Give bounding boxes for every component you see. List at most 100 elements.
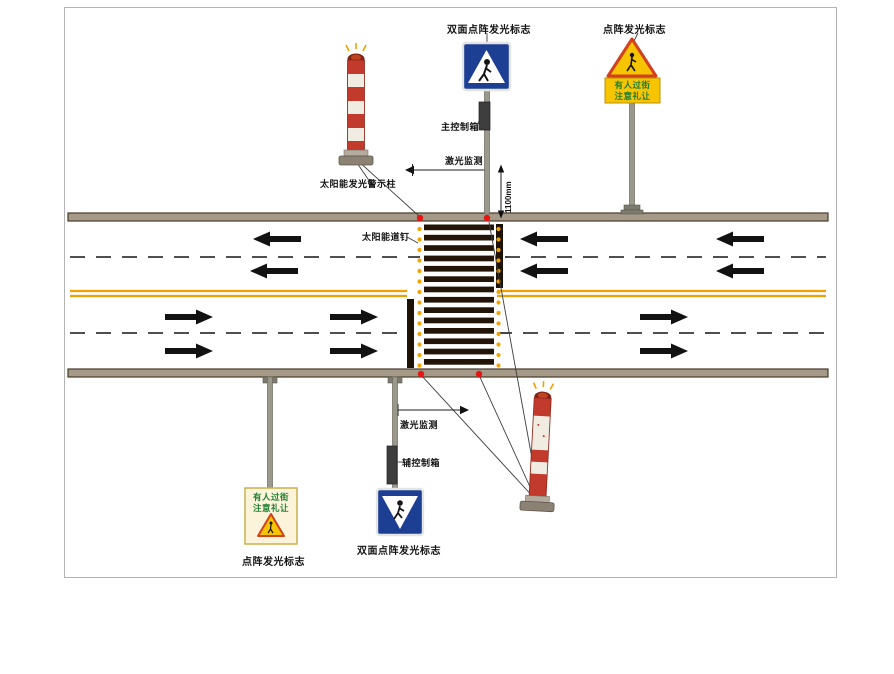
stop-line-lower (407, 299, 414, 368)
traffic-arrow-right (640, 343, 688, 359)
zebra-stripe (424, 296, 494, 303)
pedestrian-icon (269, 521, 273, 525)
label-solar-warning-bollard: 太阳能发光警示柱 (320, 179, 397, 189)
road-stud (417, 321, 422, 326)
warning-text-panel (604, 77, 661, 104)
label-matrix-sign-top-right: 点阵发光标志 (603, 25, 666, 36)
warning-sign-pole (629, 99, 635, 208)
main-control-box (478, 101, 491, 131)
road-stud (496, 352, 501, 358)
zebra-stripe (424, 224, 494, 231)
road-stud (417, 268, 422, 274)
road-stud (496, 300, 501, 305)
road-stud (496, 226, 501, 232)
traffic-arrow-right (330, 309, 378, 325)
road-stud (496, 289, 501, 295)
road-studs (417, 226, 501, 368)
road-edge-top (67, 212, 829, 222)
stop-line-upper (496, 224, 503, 288)
center-double-line (70, 289, 826, 298)
label-aux-control-box: 辅控制箱 (402, 458, 441, 468)
zebra-stripe (424, 348, 494, 355)
road-stud (417, 258, 422, 263)
crosswalk (424, 224, 494, 365)
road-stud (417, 310, 422, 316)
traffic-arrow-left (250, 263, 298, 279)
road-stud (417, 300, 422, 305)
traffic-arrow-left (520, 263, 568, 279)
label-main-control-box: 主控制箱 (441, 122, 480, 132)
crosswalk-corner-markers (416, 214, 491, 378)
laser-monitor-top (405, 164, 486, 176)
aux-control-box (386, 445, 398, 485)
road-stud (417, 237, 422, 242)
lane-divider-lines (70, 256, 826, 334)
pedestrian-crossing-sign-bottom (375, 487, 425, 537)
road-stud (496, 310, 501, 316)
bottom-left-sign-pole (267, 376, 273, 491)
road-stud (417, 342, 422, 347)
traffic-arrow-right (640, 309, 688, 325)
road-stud (417, 247, 422, 253)
road-stud (496, 247, 501, 253)
road-stud (417, 331, 422, 337)
road-stud (417, 279, 422, 284)
road-edge-bottom (67, 368, 829, 378)
zebra-stripe (424, 359, 494, 365)
road-stud (417, 352, 422, 358)
light-rays-icon (345, 43, 367, 52)
zebra-stripe (424, 245, 494, 251)
bottom-left-sign-line1: 有人过街 (252, 492, 289, 502)
traffic-arrow-left (716, 263, 764, 279)
road-stud (496, 331, 501, 337)
road-stud (496, 237, 501, 242)
label-double-sided-sign-top: 双面点阵发光标志 (447, 25, 531, 36)
label-laser-detect-bottom: 激光监测 (400, 420, 439, 430)
road-stud (496, 342, 501, 347)
road-stud (417, 226, 422, 232)
pedestrian-crossing-sign-top (461, 41, 512, 92)
zebra-stripe (424, 276, 494, 282)
traffic-arrow-left (520, 231, 568, 247)
label-dimension-1100mm: 1100mm (504, 181, 513, 213)
label-laser-detect-top: 激光监测 (445, 156, 484, 166)
label-solar-road-stud: 太阳能道钉 (362, 232, 410, 242)
traffic-arrow-right (165, 309, 213, 325)
diagram-frame (64, 7, 837, 578)
laser-monitor-bottom (397, 404, 469, 416)
bottom-left-sign-line2: 注意礼让 (252, 503, 289, 513)
zebra-stripe (424, 307, 494, 313)
warning-sign-line2: 注意礼让 (614, 91, 651, 101)
warning-sign-top-right (604, 37, 661, 104)
road-stud (417, 289, 422, 295)
pedestrian-icon (629, 52, 635, 58)
leader-lines (356, 32, 639, 501)
zebra-stripe (424, 255, 494, 262)
road-stud (496, 321, 501, 326)
light-rays-icon (532, 381, 555, 390)
label-double-sided-sign-bottom: 双面点阵发光标志 (357, 546, 441, 557)
road-stud (496, 258, 501, 263)
road-stud (417, 363, 422, 368)
road-stud (496, 363, 501, 368)
solar-bollard-top (338, 43, 374, 166)
dimension-1100mm (497, 164, 505, 219)
zebra-stripe (424, 265, 494, 272)
warning-sign-bottom-left (244, 487, 298, 545)
zebra-stripe (424, 234, 494, 241)
zebra-stripe (424, 317, 494, 324)
pedestrian-icon (397, 500, 403, 506)
warning-sign-pole-base-plate (620, 209, 644, 215)
label-matrix-sign-bottom-left: 点阵发光标志 (242, 557, 305, 568)
warning-sign-pole-base (623, 204, 641, 211)
zebra-stripe (424, 286, 494, 293)
traffic-arrow-left (253, 231, 301, 247)
zebra-stripe (424, 328, 494, 334)
warning-sign-line1: 有人过街 (614, 80, 651, 90)
traffic-arrow-right (165, 343, 213, 359)
zebra-stripe (424, 338, 494, 345)
warning-sign-text: 有人过街 注意礼让 (605, 80, 660, 102)
pedestrian-icon (484, 59, 490, 65)
